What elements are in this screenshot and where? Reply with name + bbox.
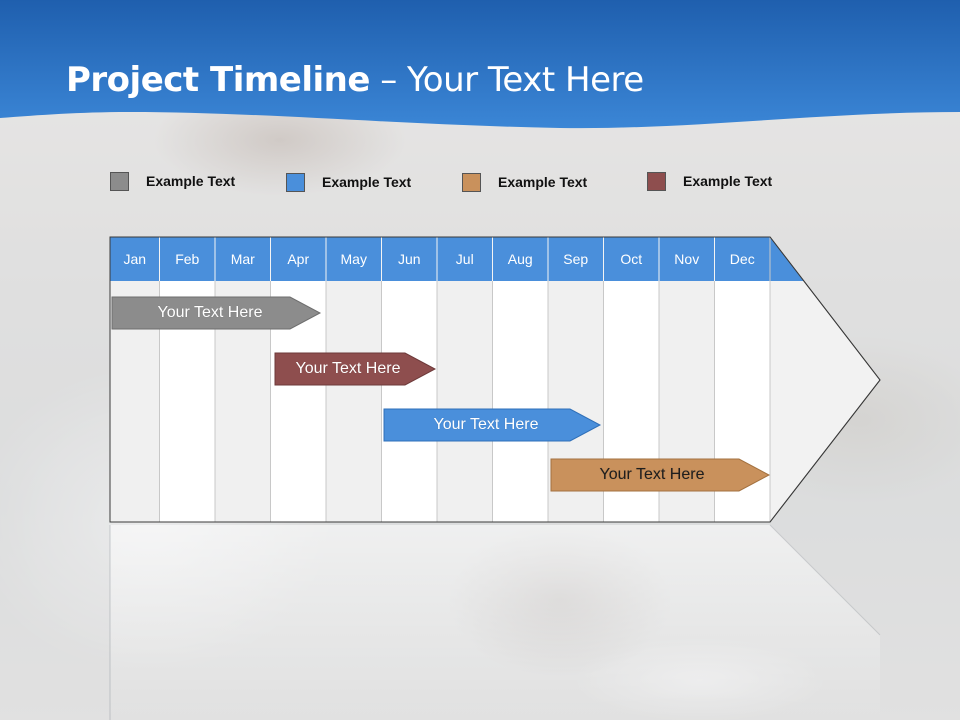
legend-label: Example Text	[498, 174, 588, 190]
month-label: Oct	[620, 251, 643, 267]
month-columns	[110, 281, 770, 522]
legend-label: Example Text	[322, 174, 412, 190]
header-banner	[0, 0, 960, 129]
legend-swatch-maroon	[647, 171, 666, 191]
month-label: May	[340, 251, 367, 267]
month-label: Feb	[175, 251, 200, 267]
legend-swatch-blue	[286, 172, 305, 192]
legend-label: Example Text	[683, 173, 773, 189]
legend-item-tan: Example Text	[462, 171, 587, 193]
task-label: Your Text Here	[433, 416, 539, 433]
month-label: Jan	[123, 251, 147, 267]
month-label: Jun	[397, 251, 421, 267]
month-label: Mar	[230, 251, 255, 267]
legend-item-gray: Example Text	[110, 170, 235, 192]
task-arrow-gray	[111, 296, 322, 330]
task-label: Your Text Here	[295, 360, 401, 377]
month-label: Apr	[287, 251, 310, 267]
month-label: Nov	[674, 251, 700, 267]
legend-item-maroon: Example Text	[647, 170, 772, 192]
title-bold: Project Timeline	[66, 60, 370, 100]
month-label: Dec	[729, 251, 755, 267]
legend-swatch-gray	[110, 171, 129, 191]
task-arrow-maroon	[274, 352, 437, 386]
month-label: Sep	[563, 251, 589, 267]
title-rest: – Your Text Here	[369, 60, 644, 100]
task-label: Your Text Here	[599, 466, 705, 483]
timeline-reflection	[110, 525, 880, 720]
month-header-band	[110, 237, 804, 281]
slide-title: Project Timeline – Your Text Here	[66, 60, 644, 100]
legend-item-blue: Example Text	[286, 171, 411, 193]
task-label: Your Text Here	[157, 304, 263, 321]
month-label: Aug	[507, 251, 533, 267]
task-arrow-blue	[383, 408, 602, 442]
month-label: Jul	[455, 251, 474, 267]
task-arrow-tan	[550, 458, 771, 492]
legend-swatch-tan	[462, 172, 481, 192]
legend-label: Example Text	[146, 173, 236, 189]
